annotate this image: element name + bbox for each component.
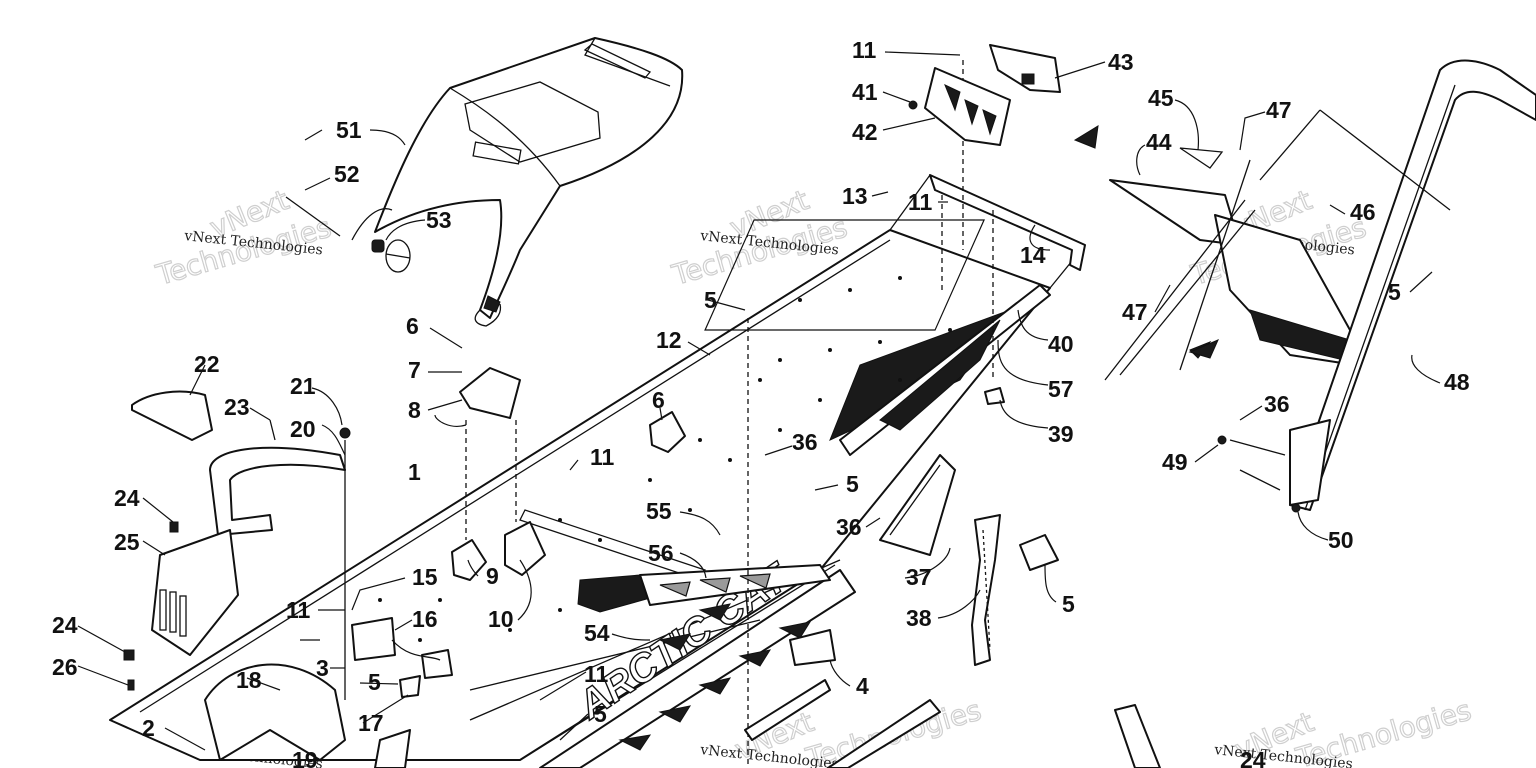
callout-12: 12 (656, 327, 682, 353)
rear-decal-part (839, 284, 1051, 456)
callout-46: 46 (1350, 199, 1376, 225)
callout-15: 15 (412, 564, 438, 590)
callout-51: 51 (336, 117, 362, 143)
callout-9: 9 (486, 563, 499, 589)
callout-6: 6 (406, 313, 419, 339)
center-brackets (451, 318, 749, 768)
callout-6: 6 (652, 387, 665, 413)
callout-24: 24 (1240, 747, 1266, 768)
callout-50: 50 (1328, 527, 1354, 553)
callout-3: 3 (316, 655, 329, 681)
callout-13: 13 (842, 183, 868, 209)
left-components (123, 390, 351, 700)
rear-bumper-bracket (908, 44, 1061, 146)
callout-55: 55 (646, 498, 672, 524)
callout-5: 5 (594, 701, 607, 727)
callout-18: 18 (236, 667, 262, 693)
callout-5: 5 (1388, 279, 1401, 305)
callout-38: 38 (906, 605, 932, 631)
callout-23: 23 (224, 394, 250, 420)
callout-11: 11 (584, 661, 609, 687)
callout-10: 10 (488, 606, 514, 632)
callout-39: 39 (1048, 421, 1074, 447)
callout-43: 43 (1108, 49, 1134, 75)
direction-arrows (1073, 125, 1219, 359)
leader-lines (77, 51, 1441, 751)
callout-36: 36 (792, 429, 818, 455)
callout-5: 5 (704, 287, 717, 313)
callout-52: 52 (334, 161, 360, 187)
callout-2: 2 (142, 715, 155, 741)
callout-47: 47 (1266, 97, 1292, 123)
callout-26: 26 (52, 654, 78, 680)
lower-left-components (204, 617, 453, 768)
callout-11: 11 (852, 37, 877, 63)
callout-20: 20 (290, 416, 316, 442)
callout-44: 44 (1146, 129, 1172, 155)
side-decal-part (577, 564, 831, 613)
callout-45: 45 (1148, 85, 1174, 111)
callout-25: 25 (114, 529, 140, 555)
callout-11: 11 (286, 597, 311, 623)
callout-41: 41 (852, 79, 878, 105)
seat-hardware (285, 196, 411, 273)
callout-17: 17 (358, 710, 384, 736)
callout-16: 16 (412, 606, 438, 632)
callout-11: 11 (908, 189, 933, 215)
right-side-components (744, 387, 1161, 768)
callout-21: 21 (290, 373, 316, 399)
callout-37: 37 (906, 564, 932, 590)
callout-7: 7 (408, 357, 421, 383)
callout-5: 5 (368, 669, 381, 695)
callout-57: 57 (1048, 376, 1074, 402)
rear-bumper-part (1259, 59, 1536, 511)
callout-5: 5 (846, 471, 859, 497)
callout-54: 54 (584, 620, 610, 646)
callout-19: 19 (292, 747, 318, 768)
callout-36: 36 (836, 514, 862, 540)
callout-24: 24 (114, 485, 140, 511)
callout-53: 53 (426, 207, 452, 233)
callout-8: 8 (408, 397, 421, 423)
callout-4: 4 (856, 673, 869, 699)
snowflap-part (1104, 147, 1356, 381)
callout-labels: 1234555555667891011111111111213141516171… (52, 37, 1470, 768)
callout-5: 5 (1062, 591, 1075, 617)
seat-part (351, 37, 684, 327)
callout-47: 47 (1122, 299, 1148, 325)
callout-11: 11 (590, 444, 615, 470)
callout-22: 22 (194, 351, 220, 377)
callout-56: 56 (648, 540, 674, 566)
callout-40: 40 (1048, 331, 1074, 357)
callout-48: 48 (1444, 369, 1470, 395)
callout-24: 24 (52, 612, 78, 638)
callout-49: 49 (1162, 449, 1188, 475)
callout-36: 36 (1264, 391, 1290, 417)
callout-42: 42 (852, 119, 878, 145)
bumper-hardware (1217, 435, 1301, 513)
callout-1: 1 (408, 459, 421, 485)
callout-14: 14 (1020, 242, 1046, 268)
